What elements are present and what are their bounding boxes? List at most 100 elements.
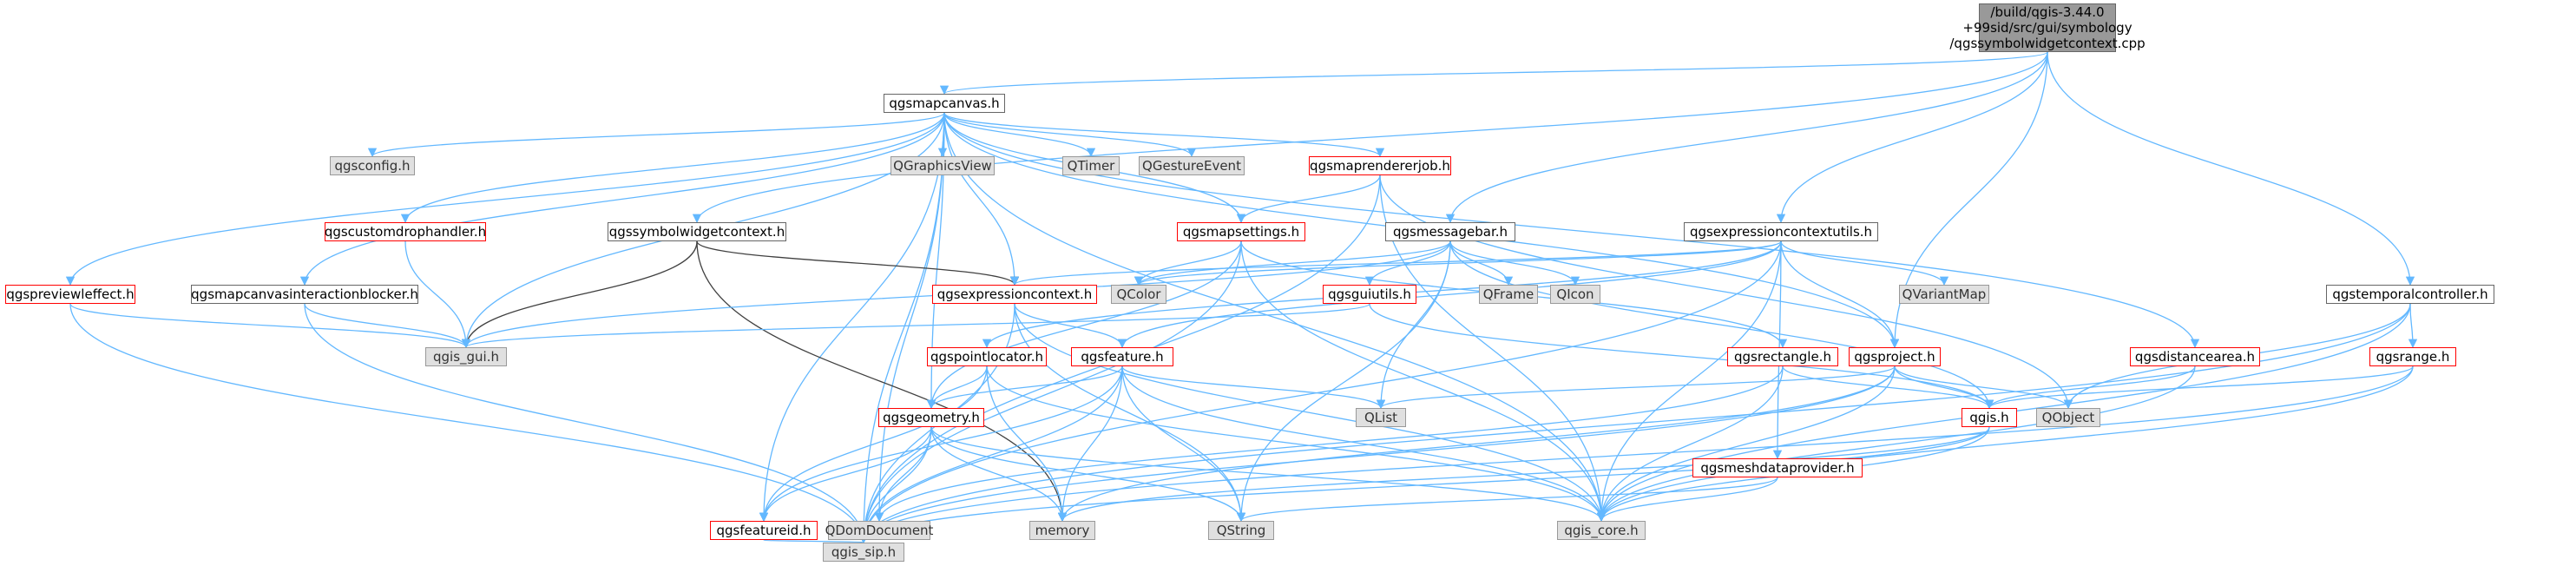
edge-qgsgeometry-to-qgsfeatureid xyxy=(759,426,932,523)
edge-qgssymbolwidgetcontext-to-qgsexpressioncontext xyxy=(696,240,1020,286)
edge-root-to-qgsexpressioncontextutils xyxy=(1776,51,2048,224)
node-qgsexpressioncontextutils[interactable]: qgsexpressioncontextutils.h xyxy=(1684,222,1878,241)
edge-qgsdistancearea-to-qgis_core xyxy=(1596,365,2196,523)
edge-qgssymbolwidgetcontext-to-qgis_gui xyxy=(461,240,698,349)
node-qgstemporalcontroller[interactable]: qgstemporalcontroller.h xyxy=(2326,285,2494,304)
edge-qgsguiutils-to-qgis_gui xyxy=(462,303,1370,349)
node-qgestureevent[interactable]: QGestureEvent xyxy=(1139,156,1245,175)
edge-qgsdistancearea-to-qgis xyxy=(1984,365,2196,410)
edge-root-to-qgsmessagebar xyxy=(1445,51,2048,224)
edge-qgsmapcanvas-to-qtimer xyxy=(943,112,1096,158)
edge-qgsrange-to-qgis xyxy=(1984,365,2414,410)
edge-qgsexpressioncontext-to-qstring xyxy=(1014,303,1246,523)
edge-qgsgeometry-to-qstring xyxy=(930,426,1246,523)
node-qgsmeshdataprovider[interactable]: qgsmeshdataprovider.h xyxy=(1692,458,1863,477)
edge-qgsmapcanvas-to-qgis_core xyxy=(943,112,1607,523)
node-qdomdocument[interactable]: QDomDocument xyxy=(825,521,933,540)
edge-qgsproject-to-qgis_sip xyxy=(858,365,1896,544)
node-qgsconfig[interactable]: qgsconfig.h xyxy=(330,156,415,175)
node-qgsmaprendererjob[interactable]: qgsmaprendererjob.h xyxy=(1309,156,1451,175)
edge-qgsrectangle-to-qgis_core xyxy=(1596,365,1784,523)
node-qgsproject[interactable]: qgsproject.h xyxy=(1849,347,1941,366)
edge-qgspreviewleffect-to-qgis_gui xyxy=(69,303,471,349)
edge-qgsfeatureid-to-qgis_sip xyxy=(763,534,868,544)
node-qcolor[interactable]: QColor xyxy=(1111,285,1166,304)
root-line-2: +99sid/src/gui/symbology xyxy=(1962,20,2132,36)
edge-qgstemporalcontroller-to-qgsrange xyxy=(2408,303,2418,349)
edge-qgsmapsettings-to-qgis_core xyxy=(1240,240,1607,523)
edge-qgsproject-to-qlist xyxy=(1377,365,1896,410)
edge-qgsproject-to-qobject xyxy=(1894,365,2073,410)
edge-qgsfeature-to-qgis_core xyxy=(1121,365,1607,523)
edge-qgsmapsettings-to-qgsgeometry xyxy=(926,240,1242,410)
edge-qgspreviewleffect-to-qgis_sip xyxy=(69,303,869,544)
edge-qgsfeature-to-qgis_sip xyxy=(858,365,1123,544)
edge-qgsexpressioncontextutils-to-qgis_sip xyxy=(858,240,1782,544)
edge-qgsmapsettings-to-qgis_sip xyxy=(858,240,1242,544)
edge-qgsrectangle-to-qdomdocument xyxy=(874,365,1784,523)
edge-qgsmapcanvas-to-qgis_sip xyxy=(858,112,945,544)
edge-qgspointlocator-to-qgsgeometry xyxy=(926,365,988,410)
edge-qgsmessagebar-to-qicon xyxy=(1449,240,1580,286)
node-qgis[interactable]: qgis.h xyxy=(1962,408,2017,427)
node-qobject[interactable]: QObject xyxy=(2036,408,2100,427)
node-qgsguiutils[interactable]: qgsguiutils.h xyxy=(1323,285,1416,304)
node-qframe[interactable]: QFrame xyxy=(1479,285,1538,304)
edge-qgsmapcanvasinteractionblocker-to-qgis_gui xyxy=(304,303,471,349)
edge-qgis-to-memory xyxy=(1057,426,1990,523)
edge-qgsmapcanvas-to-qgspreviewleffect xyxy=(65,112,945,286)
edge-qgsfeature-to-qlist xyxy=(1121,365,1386,410)
node-qgsmessagebar[interactable]: qgsmessagebar.h xyxy=(1385,222,1515,241)
root-line-1: /build/qgis-3.44.0 xyxy=(1990,4,2105,20)
edge-qgsexpressioncontextutils-to-qgsfeature xyxy=(1117,240,1782,349)
edge-qgsgeometry-to-memory xyxy=(930,426,1068,523)
node-qgis-sip[interactable]: qgis_sip.h xyxy=(823,543,904,562)
node-qgscustomdrophandler[interactable]: qgscustomdrophandler.h xyxy=(325,222,486,241)
edge-root-to-qgssymbolwidgetcontext xyxy=(692,51,2048,224)
node-qstring[interactable]: QString xyxy=(1208,521,1274,540)
node-qicon[interactable]: QIcon xyxy=(1550,285,1600,304)
edge-qgsmapcanvas-to-qgsmapcanvasinteractionblocker xyxy=(299,112,945,286)
node-qgsrange[interactable]: qgsrange.h xyxy=(2369,347,2456,366)
edge-qgsrange-to-qgis_sip xyxy=(858,365,2414,544)
edge-qgsfeature-to-qgsfeatureid xyxy=(759,365,1123,523)
node-qgsmapcanvasinteractionblocker[interactable]: qgsmapcanvasinteractionblocker.h xyxy=(191,285,418,304)
edge-qgscustomdrophandler-to-qgis_gui xyxy=(404,240,471,349)
node-qgsdistancearea[interactable]: qgsdistancearea.h xyxy=(2130,347,2260,366)
node-qgspreviewleffect[interactable]: qgspreviewleffect.h xyxy=(5,285,135,304)
edge-qgsproject-to-qgis_core xyxy=(1596,365,1896,523)
node-qgsmapcanvas[interactable]: qgsmapcanvas.h xyxy=(884,94,1005,113)
node-qvariantmap[interactable]: QVariantMap xyxy=(1899,285,1989,304)
node-qlist[interactable]: QList xyxy=(1356,408,1406,427)
node-qgssymbolwidgetcontext[interactable]: qgssymbolwidgetcontext.h xyxy=(608,222,786,241)
edge-qgsmessagebar-to-qlist xyxy=(1376,240,1451,410)
edge-qgsmessagebar-to-qstring xyxy=(1236,240,1451,523)
node-qgsmapsettings[interactable]: qgsmapsettings.h xyxy=(1177,222,1305,241)
edge-qgsmapcanvas-to-qgsfeatureid xyxy=(759,112,945,523)
node-memory[interactable]: memory xyxy=(1029,521,1095,540)
root-line-3: /qgssymbolwidgetcontext.cpp xyxy=(1949,36,2146,51)
edge-qgsgeometry-to-qdomdocument xyxy=(874,426,932,523)
node-qgsexpressioncontext[interactable]: qgsexpressioncontext.h xyxy=(932,285,1097,304)
node-qgsgeometry[interactable]: qgsgeometry.h xyxy=(878,408,984,427)
edge-qgsmessagebar-to-qgis xyxy=(1449,240,1994,410)
node-qgraphicsview[interactable]: QGraphicsView xyxy=(890,156,995,175)
edge-qgspointlocator-to-qgis_core xyxy=(986,365,1607,523)
edge-qgsexpressioncontextutils-to-qcolor xyxy=(1134,240,1782,286)
edge-qgsmeshdataprovider-to-qgis_core xyxy=(1596,477,1778,523)
node-qgsrectangle[interactable]: qgsrectangle.h xyxy=(1727,347,1838,366)
edge-qgsexpressioncontextutils-to-qgsexpressioncontext xyxy=(1010,240,1782,286)
edge-qgsexpressioncontextutils-to-qgsproject xyxy=(1780,240,1900,349)
edge-qgsexpressioncontext-to-qgis_core xyxy=(1014,303,1607,523)
edge-qgsexpressioncontext-to-qgsfeature xyxy=(1014,303,1127,349)
edge-qgsfeature-to-memory xyxy=(1057,365,1123,523)
node-qtimer[interactable]: QTimer xyxy=(1062,156,1120,175)
node-qgsfeature[interactable]: qgsfeature.h xyxy=(1071,347,1173,366)
edge-qgsmessagebar-to-qframe xyxy=(1449,240,1514,286)
edge-qgsgeometry-to-qgis_core xyxy=(930,426,1607,523)
node-qgis-gui[interactable]: qgis_gui.h xyxy=(425,347,507,366)
node-qgspointlocator[interactable]: qgspointlocator.h xyxy=(927,347,1047,366)
node-qgis-core[interactable]: qgis_core.h xyxy=(1557,521,1646,540)
node-qgsfeatureid[interactable]: qgsfeatureid.h xyxy=(710,521,818,540)
